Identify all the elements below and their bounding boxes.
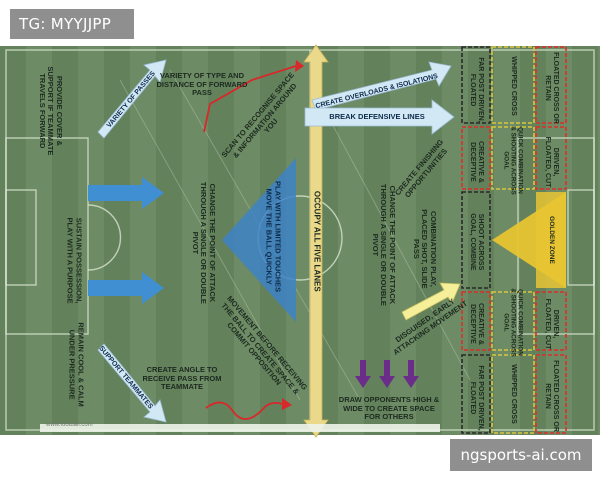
label-provide-cover: PROVIDE COVER & SUPPORT IF TEAMMATE TRAV… (37, 66, 64, 156)
label-play-limited: PLAY WITH LIMITED TOUCHES MOVE THE BALL … (265, 181, 283, 293)
zone-label-shoot-across: SHOOT ACROSS GOAL, COMBINE (469, 213, 484, 271)
watermark-site: ngsports-ai.com (450, 439, 592, 471)
zone-label-driven-bottom: DRIVEN, FLOATED, CUT (544, 298, 559, 350)
label-break-lines: BREAK DEFENSIVE LINES (329, 112, 425, 121)
zone-label-quick-bottom: QUICK COMBINATION & SHOOTING ACROSS GOAL (502, 288, 524, 357)
zone-label-whipped-top: WHIPPED CROSS (510, 56, 517, 116)
label-change-point-2: CHANGE THE POINT OF ATTACK THROUGH A SIN… (370, 183, 397, 306)
watermark-tag: TG: MYYJJPP (10, 9, 134, 39)
pitch-markings (5, 49, 595, 431)
label-draw-opponents: DRAW OPPONENTS HIGH & WIDE TO CREATE SPA… (338, 395, 440, 422)
label-create-overloads: CREATE OVERLOADS & ISOLATIONS (314, 72, 439, 111)
zone-label-creative-top: CREATIVE & DECEPTIVE (469, 141, 484, 183)
zone-label-golden-zone: GOLDEN ZONE (548, 216, 555, 264)
zone-label-far-post-bottom: FAR POST DRIVEN, FLOATED (469, 365, 484, 431)
zone-label-floated-top: FLOATED CROSS OR RETAIN (544, 52, 559, 124)
label-variety-type: VARIETY OF TYPE AND DISTANCE OF FORWARD … (156, 71, 248, 98)
footer-strip (40, 424, 440, 432)
label-create-angle: CREATE ANGLE TO RECEIVE PASS FROM TEAMMA… (142, 365, 222, 392)
zone-label-far-post-top: FAR POST DRIVEN, FLOATED (469, 57, 484, 123)
zone-label-whipped-bottom: WHIPPED CROSS (510, 364, 517, 424)
zone-label-creative-bottom: CREATIVE & DECEPTIVE (469, 303, 484, 345)
angle-red-line (205, 401, 283, 420)
sustain-arrow-bottom (88, 272, 164, 304)
label-change-point-1: CHANGE THE POINT OF ATTACK THROUGH A SIN… (190, 181, 217, 304)
zone-label-floated-bottom: FLOATED CROSS OR RETAIN (544, 360, 559, 432)
draw-opponents-arrows (355, 360, 419, 388)
zone-label-quick-top: QUICK COMBINATION & SHOOTING ACROSS GOAL (502, 126, 524, 195)
label-combination-play: COMBINATION PLAY, PLACED SHOT, SLIDE PAS… (411, 209, 438, 289)
label-sustain-possession: SUSTAIN POSSESSION, PLAY WITH A PURPOSE (66, 217, 84, 304)
sustain-arrow-top (88, 177, 164, 209)
footer-url: www.football.com (46, 422, 93, 428)
label-remain-cool: REMAIN COOL & CALM UNDER PRESSURE (68, 322, 86, 407)
label-occupy-lanes: OCCUPY ALL FIVE LANES (312, 190, 322, 292)
zone-label-driven-top: DRIVEN, FLOATED, CUT (544, 136, 559, 188)
